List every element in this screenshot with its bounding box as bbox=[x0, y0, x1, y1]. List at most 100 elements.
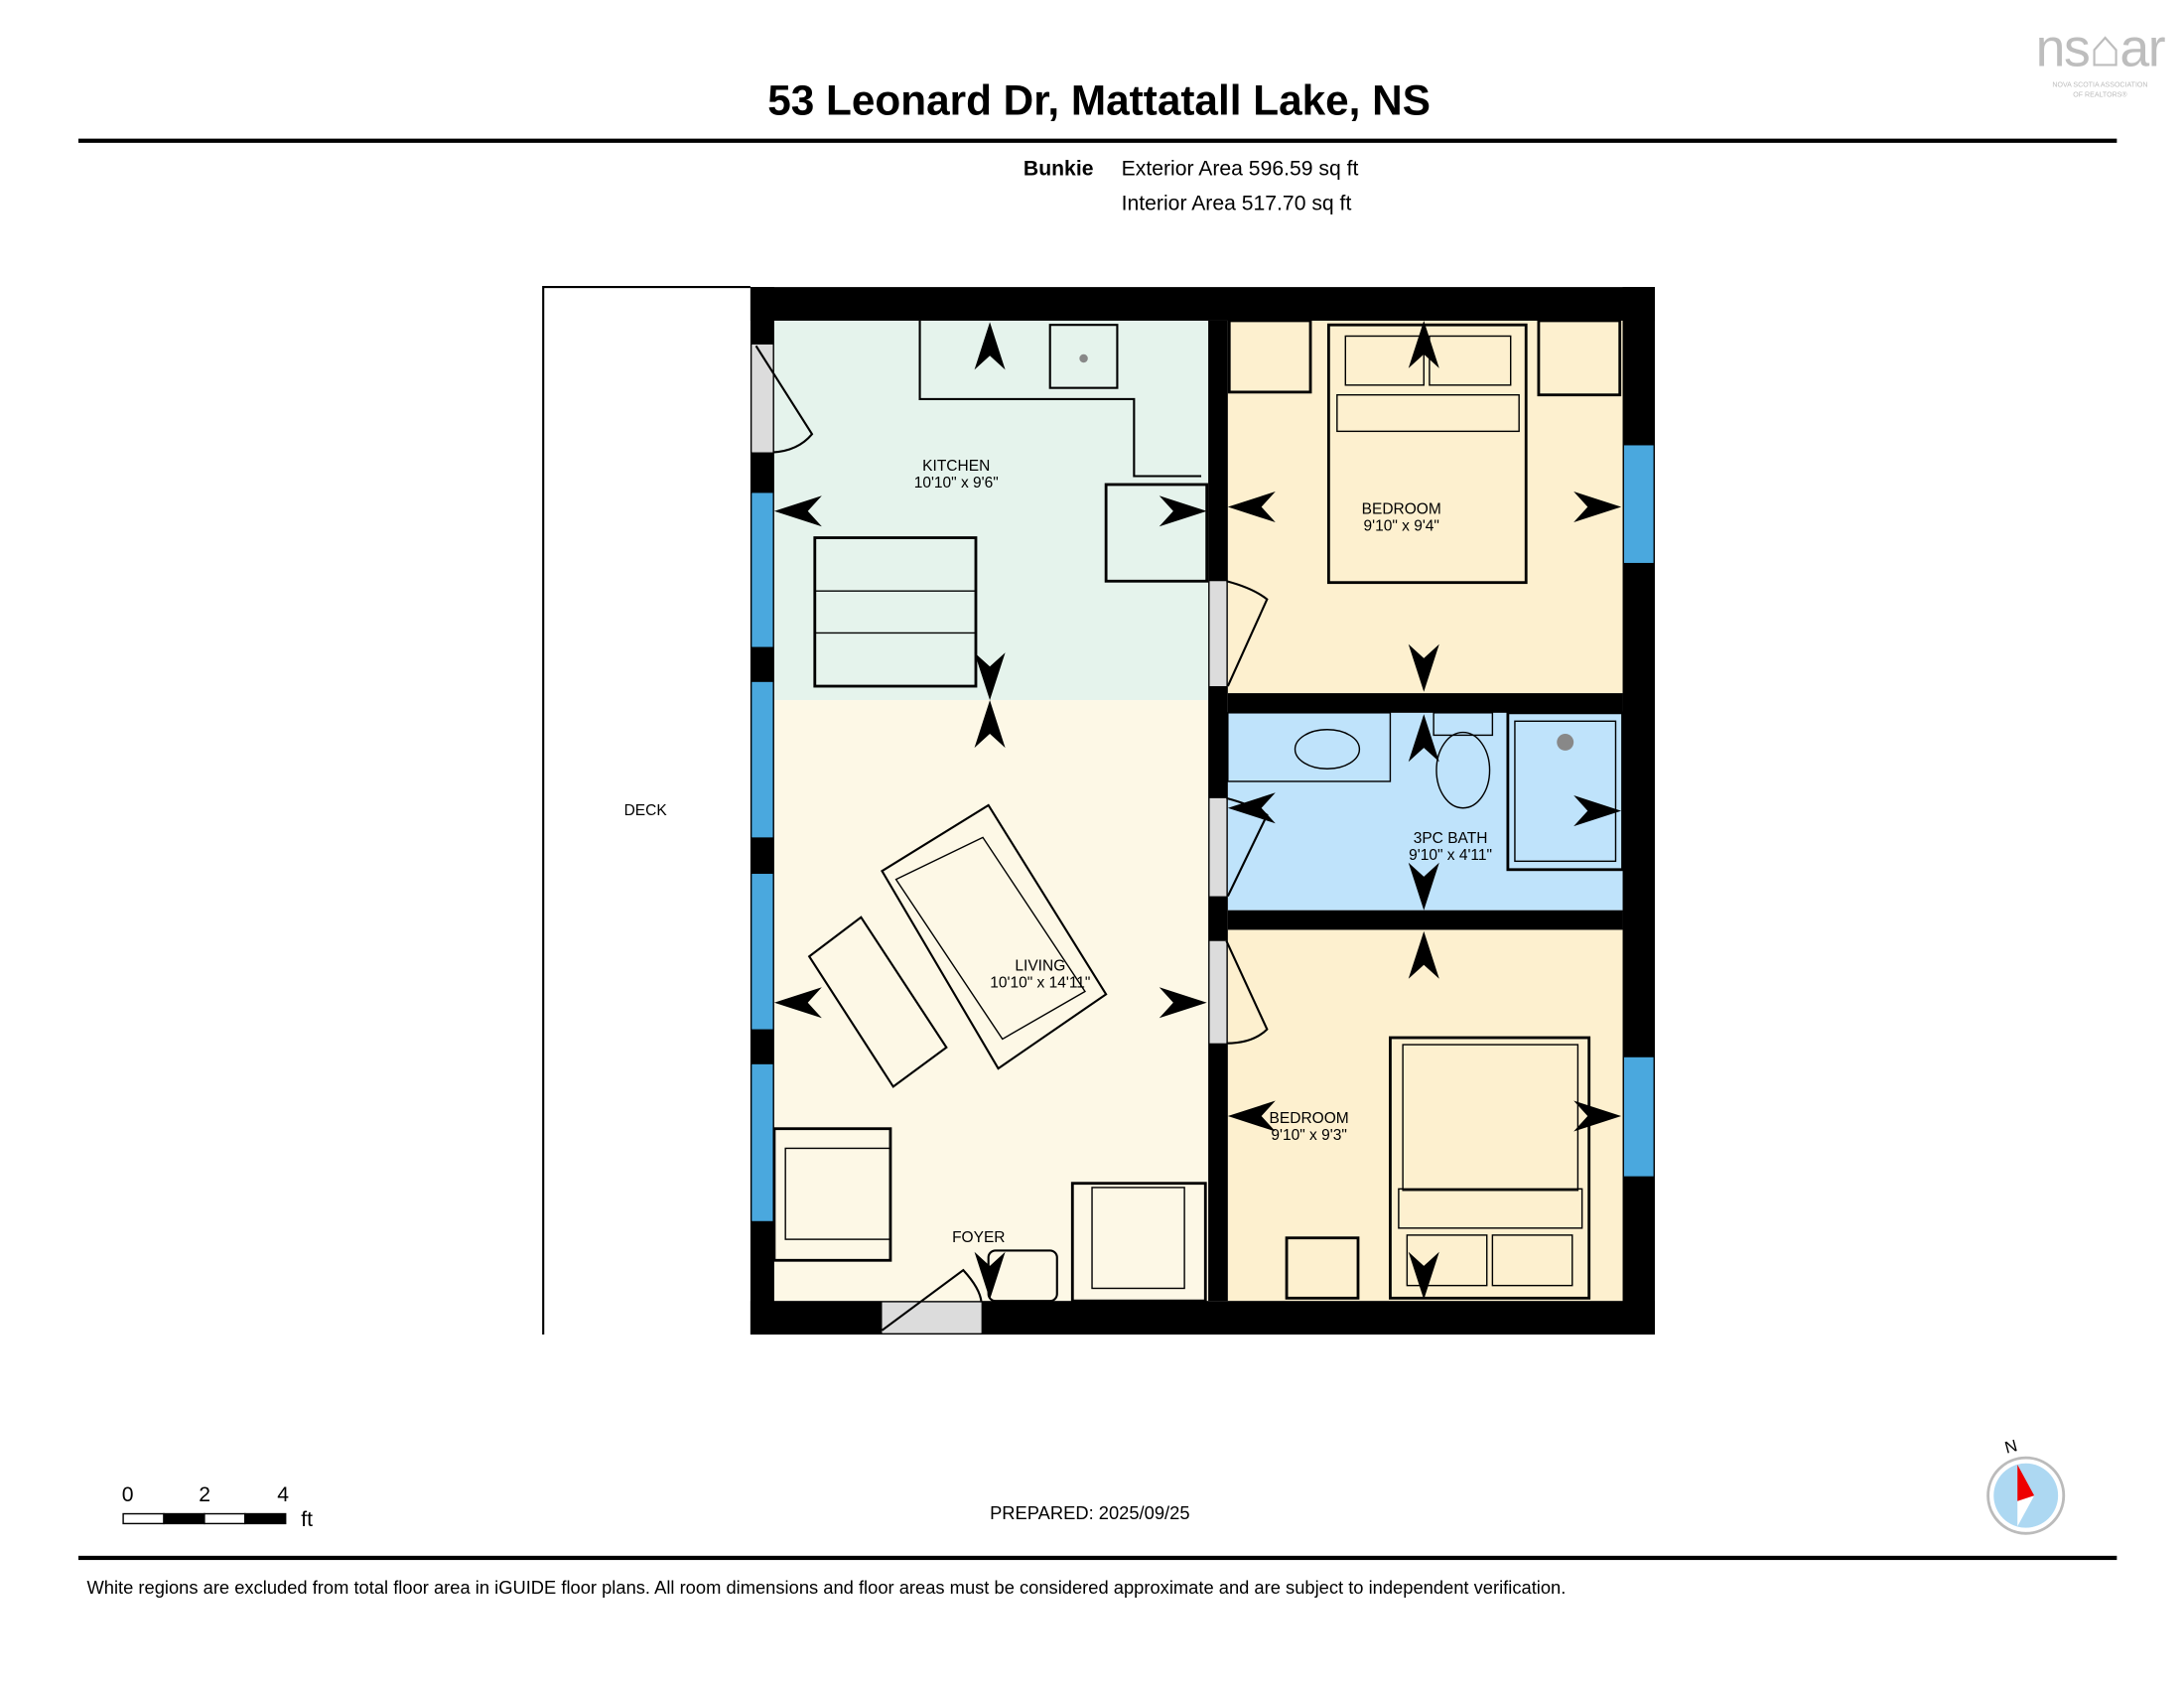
window bbox=[1623, 445, 1654, 563]
kitchen-floor bbox=[773, 320, 1209, 701]
armchair-seat bbox=[1091, 1187, 1185, 1290]
shower-inner bbox=[1514, 720, 1617, 863]
headboard-band bbox=[1336, 393, 1520, 433]
sofa bbox=[881, 803, 1108, 1070]
interior-area: Interior Area 517.70 sq ft bbox=[1121, 192, 1352, 216]
dimension-arrow-down bbox=[974, 1251, 1006, 1300]
window bbox=[1623, 1056, 1654, 1177]
faucet bbox=[1079, 353, 1088, 363]
wall-bath-bottom bbox=[1227, 910, 1623, 930]
door-opening bbox=[1209, 797, 1227, 897]
dimension-arrow-right bbox=[1573, 492, 1622, 523]
nightstand bbox=[1537, 319, 1622, 397]
bed bbox=[1326, 323, 1528, 585]
scale-bar-segment bbox=[163, 1512, 205, 1525]
shower-head bbox=[1557, 733, 1574, 751]
armchair-seat bbox=[784, 1147, 891, 1240]
scale-unit: ft bbox=[301, 1507, 313, 1532]
door-swing bbox=[1226, 580, 1269, 687]
dimension-arrow-left bbox=[773, 495, 822, 527]
wall-top bbox=[750, 287, 1655, 321]
door-swing bbox=[1225, 940, 1269, 1045]
scale-bar-segment bbox=[204, 1512, 246, 1525]
door-swing bbox=[754, 345, 814, 454]
scale-bar-segment bbox=[244, 1512, 287, 1525]
kitchen-counter bbox=[918, 320, 1202, 478]
dimension-arrow-right bbox=[1573, 1100, 1622, 1132]
window bbox=[751, 681, 773, 838]
scale-tick-2: 2 bbox=[199, 1482, 211, 1507]
mattress bbox=[1402, 1044, 1579, 1192]
door-opening bbox=[882, 1302, 982, 1334]
nightstand bbox=[1285, 1236, 1360, 1300]
page-title: 53 Leonard Dr, Mattatall Lake, NS bbox=[767, 77, 1431, 125]
door-opening bbox=[1209, 940, 1227, 1044]
dining-table bbox=[813, 536, 978, 688]
toilet-tank bbox=[1433, 712, 1494, 737]
bath-sink bbox=[1294, 729, 1361, 770]
window bbox=[751, 874, 773, 1030]
dimension-arrow-down bbox=[1408, 862, 1439, 911]
bed bbox=[1389, 1036, 1591, 1300]
drawer bbox=[1491, 1234, 1573, 1287]
room-label-deck: DECK bbox=[623, 802, 667, 820]
pillow bbox=[1429, 335, 1512, 386]
living-floor bbox=[773, 700, 1209, 1302]
toilet-bowl bbox=[1435, 731, 1491, 809]
dimension-arrow-left bbox=[773, 987, 822, 1019]
dimension-arrow-up bbox=[1408, 714, 1439, 763]
sofa-cushions bbox=[894, 836, 1086, 1041]
compass-needle-north bbox=[2017, 1465, 2035, 1501]
dimension-arrow-up bbox=[1408, 930, 1439, 979]
dimension-arrow-right bbox=[1573, 795, 1622, 827]
armchair bbox=[1070, 1182, 1207, 1303]
deck-outline bbox=[542, 286, 751, 1336]
vanity bbox=[1227, 712, 1392, 782]
prepared-date: PREPARED: 2025/09/25 bbox=[990, 1502, 1190, 1524]
dimension-arrow-left bbox=[1227, 792, 1276, 824]
building-name: Bunkie bbox=[1023, 156, 1094, 181]
kitchen-sink bbox=[1048, 324, 1119, 389]
bed-band bbox=[1398, 1188, 1583, 1229]
window bbox=[751, 1063, 773, 1221]
pillow bbox=[1344, 335, 1425, 386]
scale-tick-0: 0 bbox=[121, 1482, 134, 1507]
wall-right bbox=[1622, 287, 1655, 1336]
header-divider bbox=[77, 138, 2117, 143]
nightstand bbox=[1227, 319, 1312, 394]
shower bbox=[1506, 711, 1624, 872]
footer-divider bbox=[77, 1555, 2117, 1561]
stove bbox=[1104, 483, 1209, 583]
dimension-arrow-up bbox=[1408, 320, 1439, 368]
bedroom-1-floor bbox=[1227, 320, 1623, 694]
window bbox=[751, 493, 773, 647]
scale-bar-segment bbox=[122, 1512, 165, 1525]
drawer bbox=[1406, 1234, 1488, 1287]
door-opening bbox=[1209, 581, 1227, 687]
room-label-foyer: FOYER bbox=[952, 1229, 1006, 1247]
dimension-arrow-left bbox=[1227, 1100, 1276, 1132]
coffee-table bbox=[807, 915, 948, 1088]
dimension-arrow-up bbox=[974, 322, 1006, 370]
dimension-arrow-down bbox=[1408, 1251, 1439, 1300]
dimension-arrow-down bbox=[974, 652, 1006, 701]
dimension-arrow-right bbox=[1159, 495, 1207, 527]
dimension-arrow-up bbox=[974, 700, 1006, 749]
disclaimer: White regions are excluded from total fl… bbox=[86, 1576, 1567, 1599]
scale-tick-4: 4 bbox=[277, 1482, 290, 1507]
dimension-arrow-down bbox=[1408, 643, 1439, 692]
wall-bath-top bbox=[1227, 693, 1623, 713]
dimension-arrow-right bbox=[1159, 987, 1207, 1019]
door-opening bbox=[751, 344, 773, 453]
exterior-area: Exterior Area 596.59 sq ft bbox=[1121, 156, 1359, 181]
dimension-arrow-left bbox=[1227, 492, 1276, 523]
door-swing bbox=[881, 1268, 983, 1332]
